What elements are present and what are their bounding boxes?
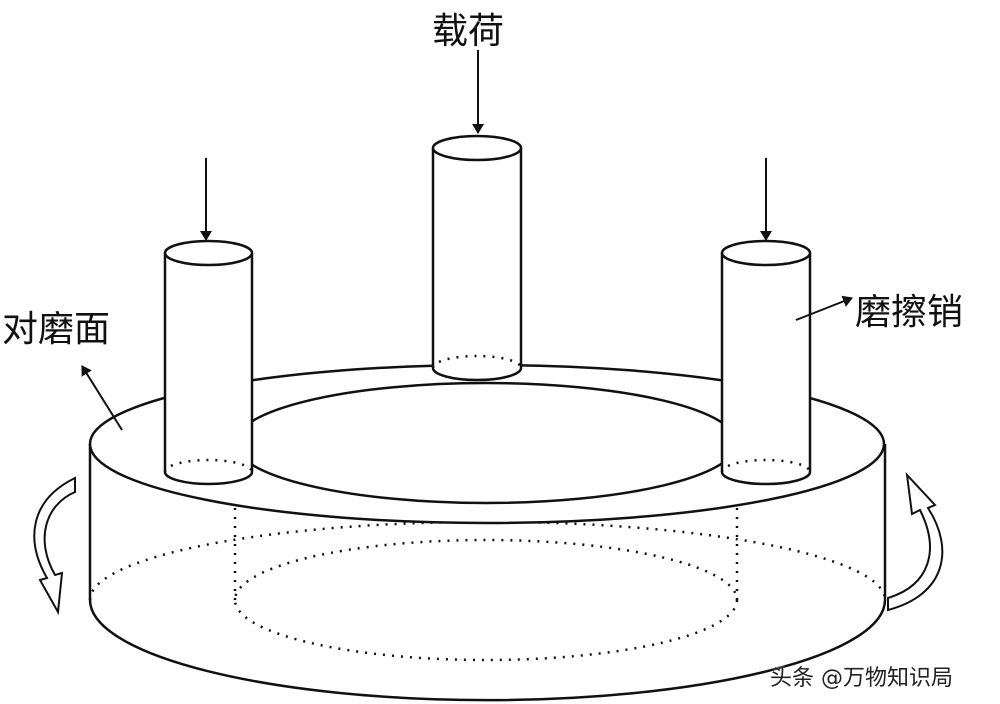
hidden-lines — [88, 445, 887, 662]
counter-face-label: 对磨面 — [2, 309, 111, 350]
rotation-arrow-left — [33, 476, 76, 616]
pin-left — [163, 239, 254, 486]
wear-pin-label: 磨擦销 — [855, 292, 964, 333]
pin-right — [720, 239, 812, 486]
load-label: 载荷 — [432, 11, 505, 52]
load-arrows — [81, 50, 853, 431]
rotation-arrow-right — [887, 472, 944, 612]
watermark: 头条 @万物知识局 — [770, 666, 953, 691]
pin-center — [431, 134, 523, 382]
